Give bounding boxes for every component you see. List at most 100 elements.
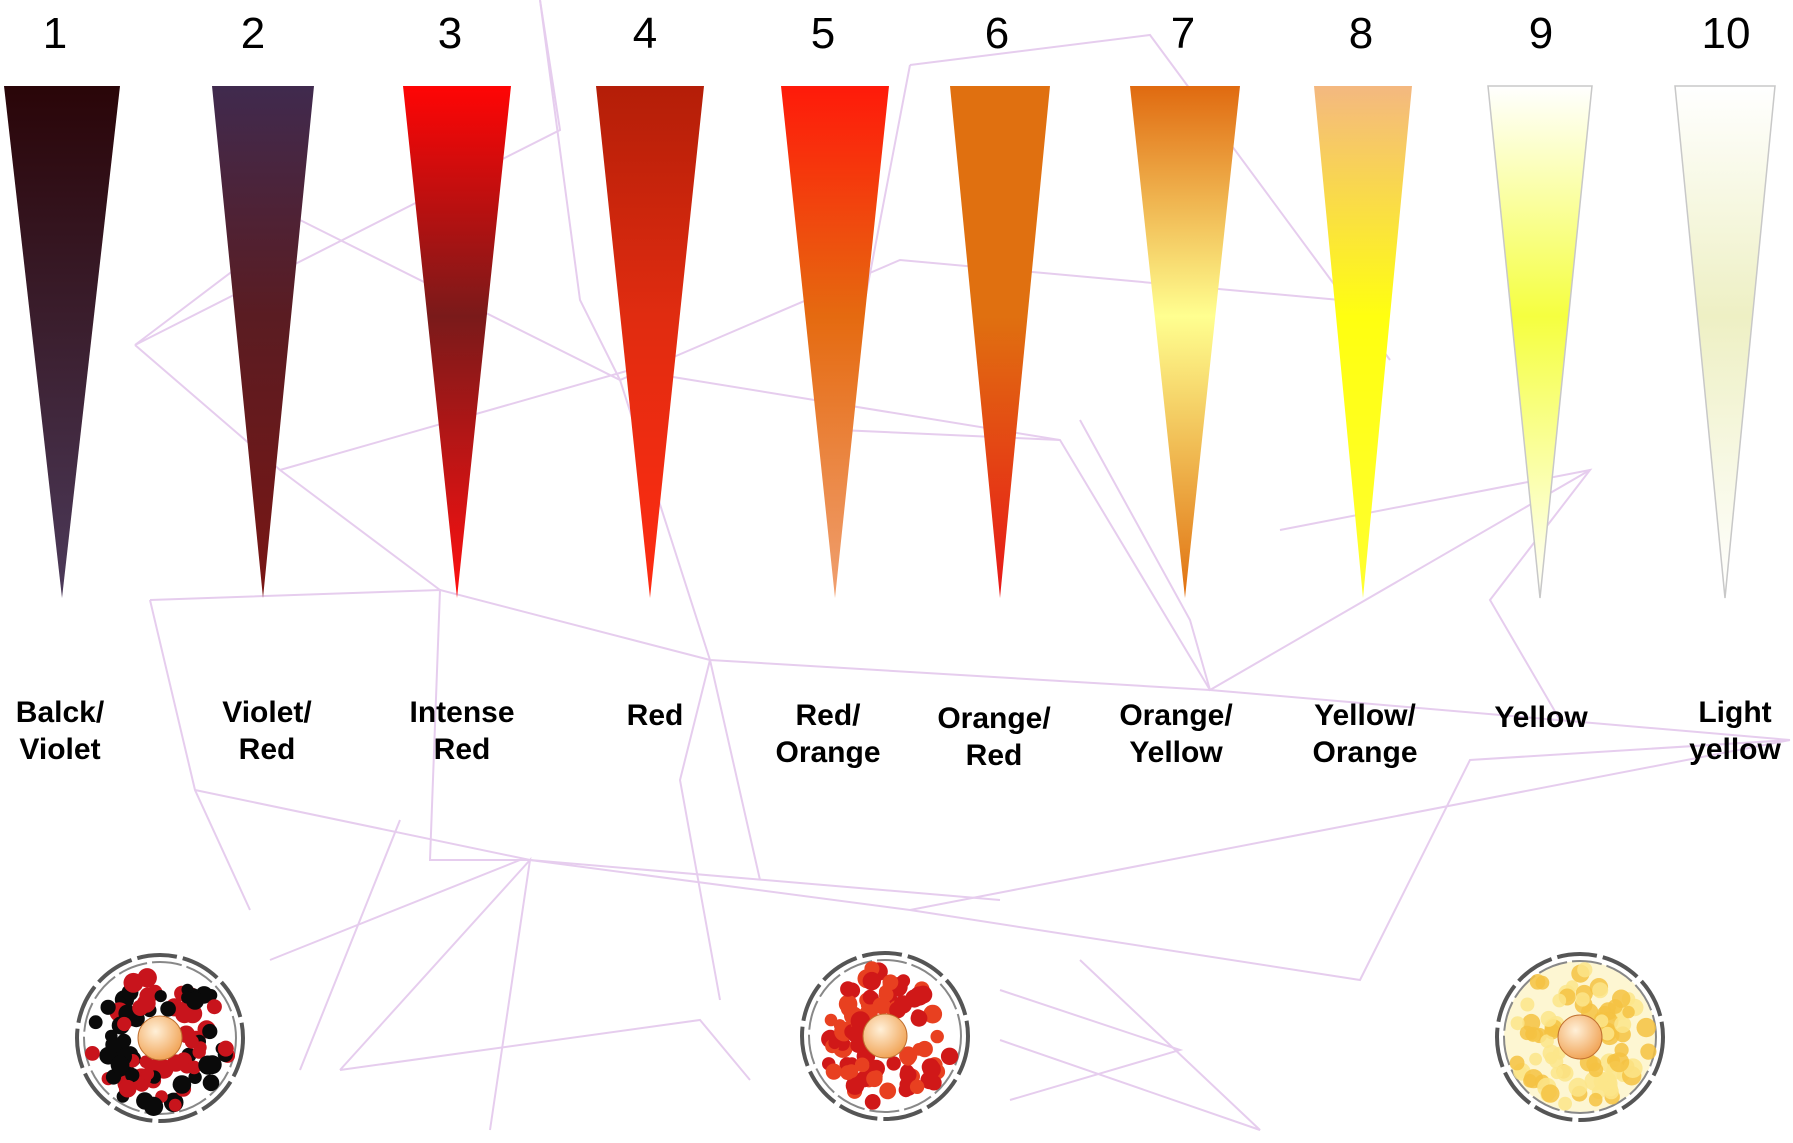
granule: [899, 1046, 918, 1065]
granule: [1577, 962, 1593, 978]
granule: [940, 1047, 959, 1066]
granule: [88, 1015, 103, 1030]
stage-number-7: 7: [1171, 9, 1195, 58]
cell-red: [800, 951, 970, 1121]
granule: [1607, 999, 1623, 1014]
granule: [1622, 1005, 1635, 1019]
cell-dark: [75, 953, 245, 1123]
granule: [141, 1067, 155, 1081]
stage-label-5-line-2: Orange: [775, 736, 880, 769]
granule: [847, 1025, 865, 1044]
granule: [1600, 1026, 1615, 1041]
granule: [85, 1046, 100, 1061]
granule: [168, 1098, 182, 1112]
granule: [202, 1074, 220, 1091]
granule: [172, 1075, 192, 1094]
granule: [117, 1016, 132, 1032]
granule: [1541, 1084, 1560, 1103]
granule: [828, 1036, 841, 1050]
granule: [1552, 993, 1567, 1008]
granule: [922, 1060, 941, 1079]
stage-number-8: 8: [1349, 9, 1373, 58]
stage-label-2-line-1: Violet/: [222, 696, 312, 729]
granule: [188, 1070, 202, 1085]
stage-number-5: 5: [811, 9, 835, 58]
stage-label-4-line-1: Red: [627, 699, 684, 732]
granule: [1592, 982, 1609, 999]
granule: [198, 1055, 218, 1075]
cell-nucleus: [137, 1015, 183, 1061]
granule: [192, 1045, 206, 1059]
granule: [144, 1096, 164, 1116]
granule: [845, 1076, 865, 1095]
stage-label-2-line-2: Red: [239, 733, 296, 766]
stage-number-3: 3: [438, 9, 462, 58]
stage-label-1-line-2: Violet: [19, 733, 100, 766]
color-cone-3: [403, 86, 511, 598]
granule: [840, 1065, 855, 1081]
granule: [1640, 1043, 1657, 1060]
granule: [217, 1040, 234, 1057]
granule: [864, 1094, 881, 1110]
color-cone-1: [4, 86, 120, 598]
granule: [1588, 1092, 1603, 1107]
stage-label-9-line-1: Yellow: [1494, 701, 1588, 734]
stage-label-7-line-2: Yellow: [1129, 736, 1223, 769]
granule: [154, 990, 167, 1003]
granule: [882, 974, 899, 991]
granule: [1558, 1096, 1572, 1111]
stage-label-8-line-2: Orange: [1312, 736, 1417, 769]
granule: [1588, 1062, 1604, 1078]
granule: [1636, 1017, 1656, 1038]
color-cone-7: [1130, 86, 1240, 598]
stage-number-1: 1: [43, 9, 67, 58]
color-cone-2: [212, 86, 314, 598]
color-cone-8: [1314, 86, 1412, 598]
stage-label-3-line-2: Red: [434, 733, 491, 766]
cell-yellow: [1495, 952, 1665, 1122]
granule: [139, 1055, 153, 1069]
granule: [1519, 1025, 1535, 1041]
granule: [206, 999, 222, 1015]
cell-illustrations: [75, 951, 1665, 1123]
granule: [186, 991, 204, 1010]
granule: [909, 1079, 925, 1095]
granule: [1609, 1052, 1630, 1073]
granule: [1509, 1055, 1525, 1071]
stage-label-3-line-1: Intense: [409, 696, 514, 729]
stage-label-6-line-1: Orange/: [937, 702, 1051, 735]
granule: [926, 1075, 942, 1091]
granule: [914, 985, 933, 1004]
stage-number-6: 6: [985, 9, 1009, 58]
stage-label-8-line-1: Yellow/: [1314, 699, 1416, 732]
granule: [1529, 1052, 1542, 1066]
stage-label-5-line-1: Red/: [795, 699, 861, 732]
granule: [896, 974, 911, 988]
granule: [916, 1040, 933, 1058]
granule: [1568, 1077, 1588, 1097]
granule: [911, 1009, 925, 1023]
stage-label-1-line-1: Balck/: [16, 696, 105, 729]
granule: [840, 1000, 857, 1017]
granule: [125, 1068, 140, 1083]
granule: [187, 1060, 201, 1075]
granule: [1540, 1034, 1554, 1048]
cell-nucleus: [1557, 1014, 1603, 1060]
granule: [1510, 1016, 1525, 1031]
granule: [923, 1004, 943, 1024]
granule: [132, 999, 149, 1017]
stage-number-10: 10: [1702, 9, 1751, 58]
granule: [1520, 997, 1535, 1012]
granule: [105, 1036, 122, 1053]
stage-label-7-line-1: Orange/: [1119, 699, 1233, 732]
granule: [824, 1013, 838, 1027]
granule: [899, 1066, 917, 1084]
granule: [123, 972, 144, 993]
color-cones: [4, 85, 1776, 599]
granule: [1595, 1014, 1609, 1028]
color-cone-9: [1487, 85, 1593, 599]
cell-nucleus: [862, 1013, 908, 1059]
